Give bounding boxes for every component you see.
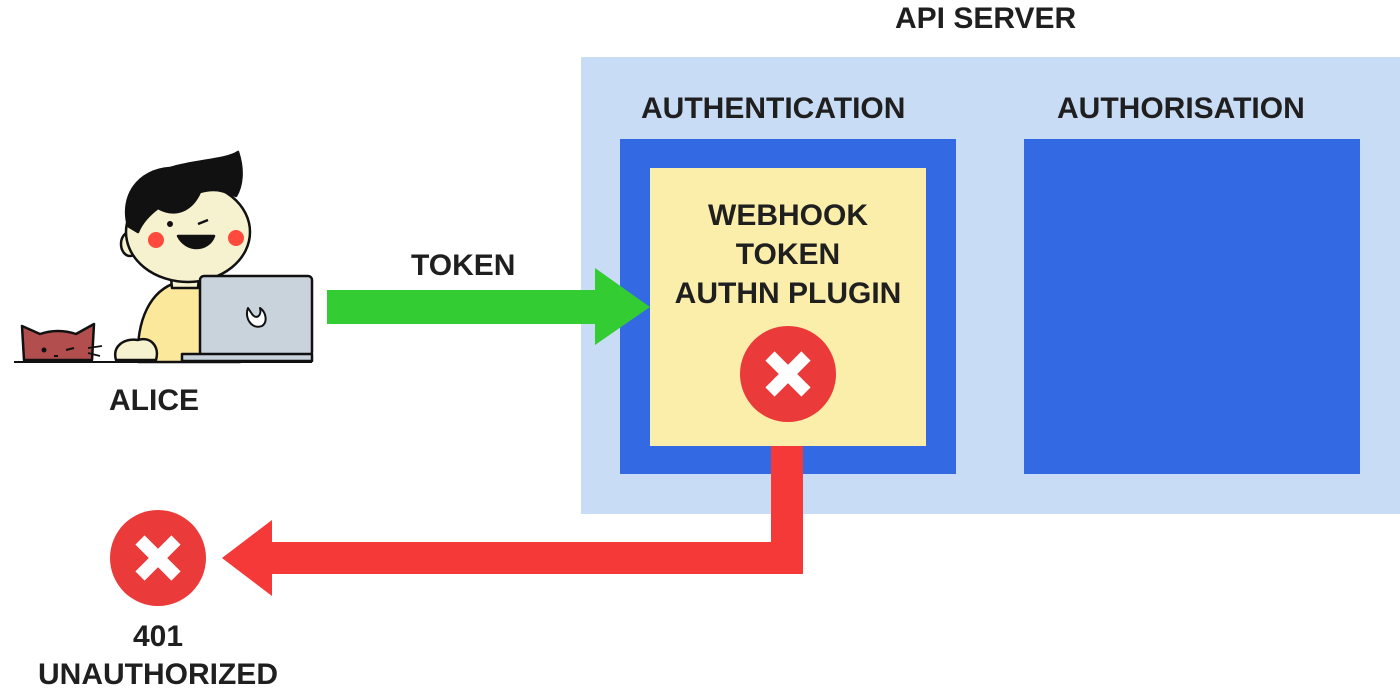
token-request-arrow (327, 268, 650, 345)
user-label: ALICE (109, 384, 199, 417)
plugin-line-2: TOKEN (735, 238, 841, 271)
laptop-icon (180, 274, 314, 363)
reject-icon (110, 510, 206, 606)
cat-illustration (20, 322, 103, 362)
authorisation-stage-box (1024, 139, 1360, 474)
authorisation-title: AUTHORISATION (1057, 92, 1305, 125)
plugin-line-1: WEBHOOK (708, 199, 868, 232)
token-label: TOKEN (411, 249, 516, 282)
reject-icon (740, 326, 836, 422)
api-server-title: API SERVER (895, 2, 1077, 35)
status-code: 401 (132, 620, 184, 653)
plugin-line-3: AUTHN PLUGIN (674, 277, 902, 310)
rejection-arrow (222, 446, 803, 596)
response-status-label: 401 UNAUTHORIZED (0, 618, 316, 694)
webhook-plugin-label: WEBHOOK TOKEN AUTHN PLUGIN (650, 196, 926, 313)
status-text: UNAUTHORIZED (38, 658, 278, 691)
authentication-title: AUTHENTICATION (641, 92, 906, 125)
